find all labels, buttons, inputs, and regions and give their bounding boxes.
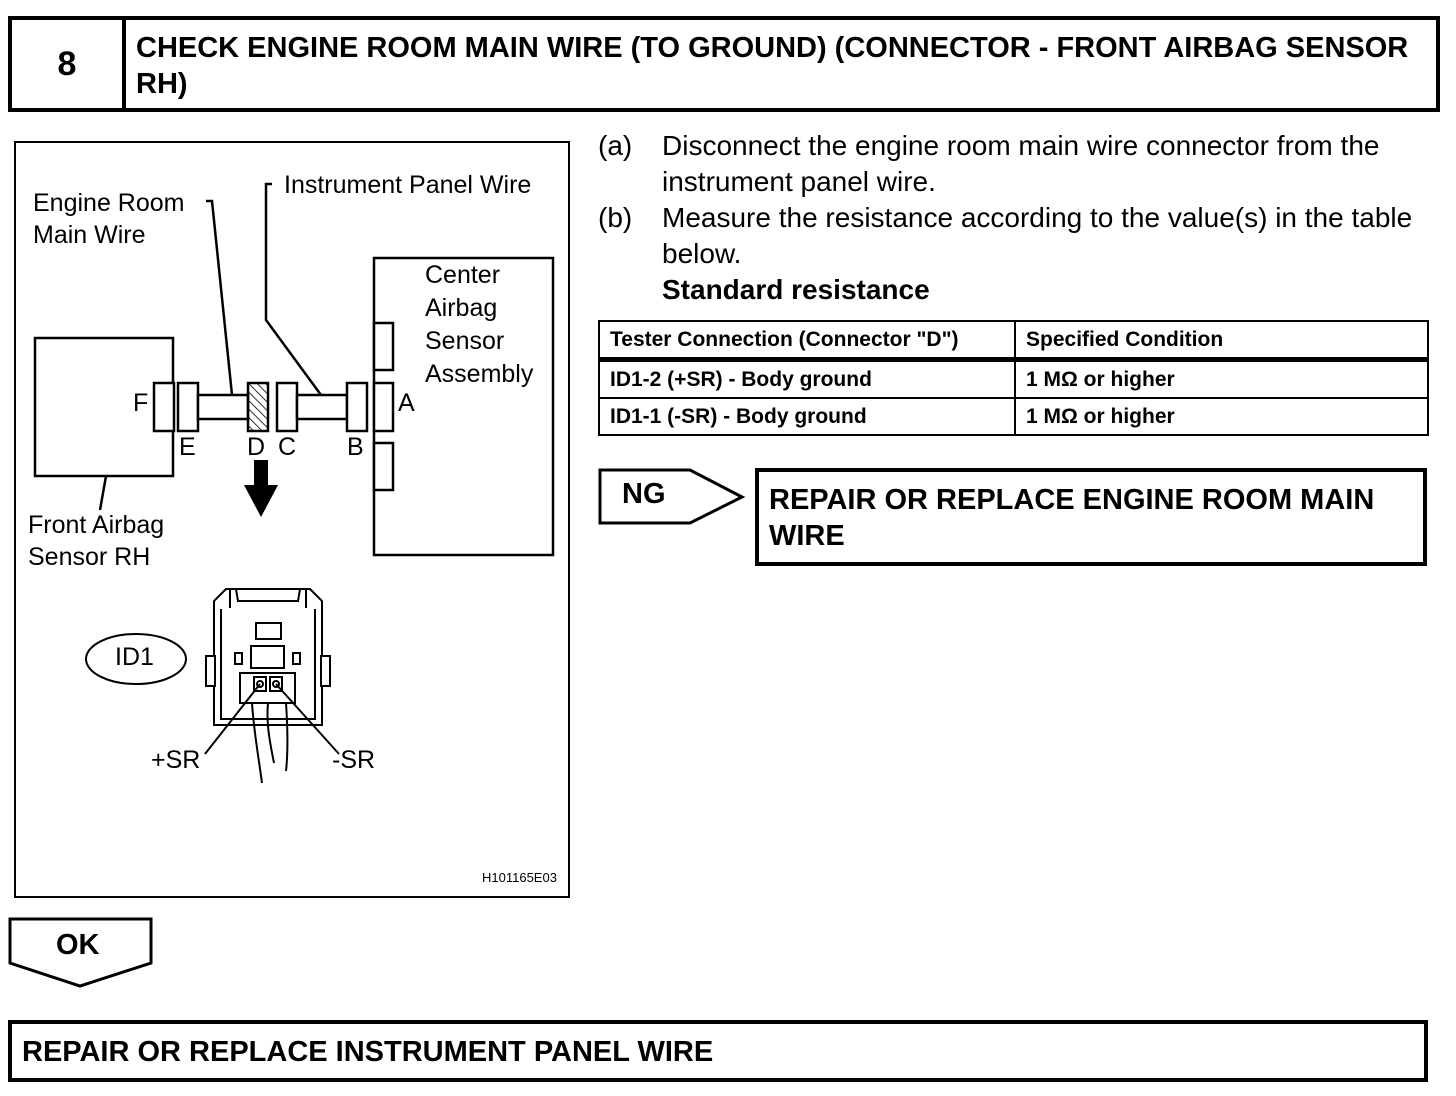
ok-label: OK — [56, 929, 100, 961]
table-header-cell: Tester Connection (Connector "D") — [598, 320, 1016, 362]
label-connector-c: C — [278, 433, 297, 461]
figure-code: H101165E03 — [482, 870, 557, 885]
front-airbag-sensor-box — [33, 336, 175, 478]
resistance-spec-table: Tester Connection (Connector "D") Specif… — [598, 320, 1429, 436]
connector-e-shape — [176, 381, 200, 433]
step-number: 8 — [12, 20, 126, 108]
table-header-row: Tester Connection (Connector "D") Specif… — [598, 320, 1429, 362]
table-cell: 1 MΩ or higher — [1014, 358, 1429, 399]
ok-result-box: REPAIR OR REPLACE INSTRUMENT PANEL WIRE — [8, 1020, 1428, 1082]
label-engine-room-main-wire: Engine Room Main Wire — [33, 189, 185, 249]
label-instrument-panel-wire: Instrument Panel Wire — [284, 171, 532, 199]
connector-id1-drawing — [85, 588, 340, 784]
ok-badge: OK — [8, 917, 154, 989]
label-terminal-minus-sr: -SR — [332, 746, 376, 774]
label-connector-d: D — [247, 433, 266, 461]
table-header-cell: Specified Condition — [1014, 320, 1429, 362]
label-terminal-plus-sr: +SR — [151, 746, 201, 774]
connector-id1-badge — [85, 633, 187, 685]
label-connector-a: A — [398, 389, 415, 417]
step-b-letter: (b) — [598, 202, 633, 233]
table-cell: ID1-2 (+SR) - Body ground — [598, 358, 1016, 399]
connector-f-shape — [152, 381, 176, 433]
label-center-airbag-sensor: Center Airbag Sensor Assembly — [425, 261, 534, 388]
label-connector-e: E — [179, 433, 196, 461]
wiring-figure: Engine Room Main Wire Instrument Panel W… — [14, 141, 570, 898]
center-airbag-sensor-box — [372, 256, 555, 557]
ok-result-text: REPAIR OR REPLACE INSTRUMENT PANEL WIRE — [22, 1036, 714, 1068]
ng-badge: NG — [598, 468, 748, 526]
wiring-diagram — [33, 182, 555, 784]
connector-b-shape — [345, 381, 369, 433]
connector-d-shape — [246, 381, 270, 433]
instrument-panel-wire-harness — [295, 393, 349, 421]
label-connector-id1: ID1 — [115, 643, 154, 671]
table-row: ID1-1 (-SR) - Body ground 1 MΩ or higher — [598, 397, 1429, 436]
step-header: 8 CHECK ENGINE ROOM MAIN WIRE (TO GROUND… — [8, 16, 1440, 112]
table-cell: 1 MΩ or higher — [1014, 397, 1429, 436]
connector-c-shape — [275, 381, 299, 433]
ng-result-box: REPAIR OR REPLACE ENGINE ROOM MAIN WIRE — [755, 468, 1427, 566]
standard-resistance-heading: Standard resistance — [662, 274, 930, 305]
table-cell: ID1-1 (-SR) - Body ground — [598, 397, 1016, 436]
label-connector-f: F — [133, 389, 149, 417]
step-a-text: Disconnect the engine room main wire con… — [662, 130, 1380, 197]
ng-result-text: REPAIR OR REPLACE ENGINE ROOM MAIN WIRE — [769, 484, 1375, 552]
table-row: ID1-2 (+SR) - Body ground 1 MΩ or higher — [598, 358, 1429, 399]
label-connector-b: B — [347, 433, 364, 461]
ng-label: NG — [622, 478, 666, 510]
engine-room-main-wire-harness — [196, 393, 250, 421]
step-a-letter: (a) — [598, 130, 633, 161]
down-arrow-icon — [244, 460, 278, 517]
label-front-airbag-sensor: Front Airbag Sensor RH — [28, 511, 165, 571]
connector-a-shape — [372, 381, 395, 433]
step-title: CHECK ENGINE ROOM MAIN WIRE (TO GROUND) … — [136, 32, 1409, 100]
step-b-text: Measure the resistance according to the … — [662, 202, 1413, 269]
